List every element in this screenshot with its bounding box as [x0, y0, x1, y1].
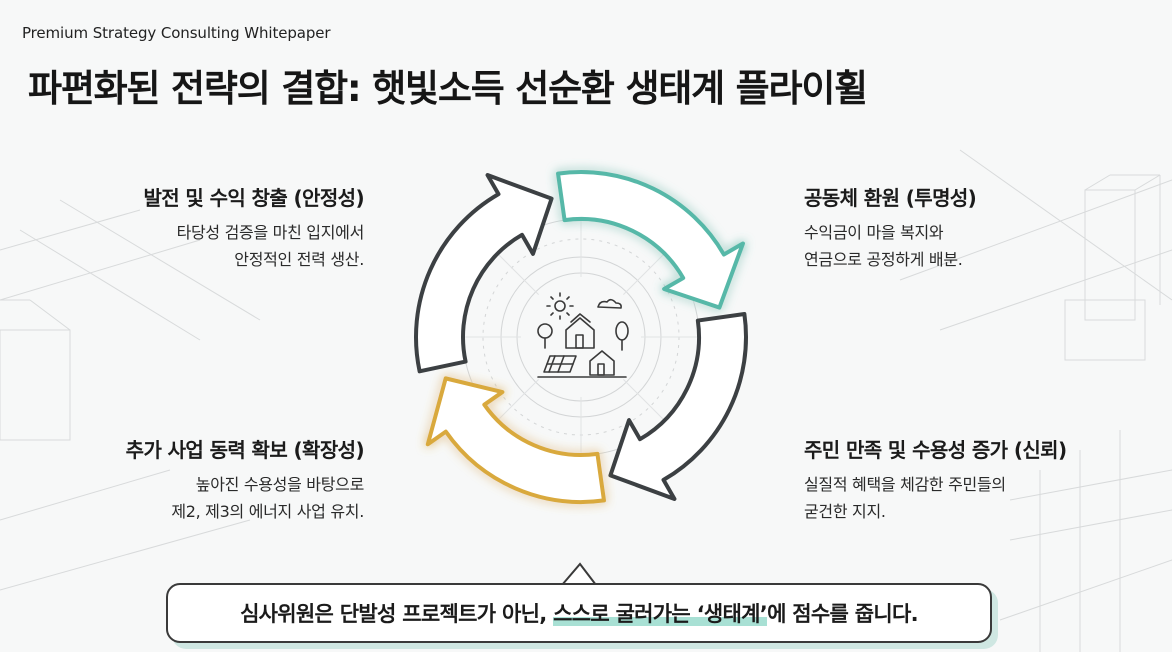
stage-generate-title: 발전 및 수익 창출 (안정성)	[143, 186, 364, 210]
callout-tail	[561, 562, 597, 586]
stage-return-line1: 수익금이 마을 복지와	[804, 223, 944, 242]
stage-expand-line1: 높아진 수용성을 바탕으로	[195, 475, 365, 494]
callout-pre: 심사위원은 단발성 프로젝트가 아닌,	[240, 602, 554, 626]
stage-generate-line2: 안정적인 전력 생산.	[234, 250, 364, 269]
stage-expand: 추가 사업 동력 확보 (확장성) 높아진 수용성을 바탕으로 제2, 제3의 …	[34, 434, 365, 525]
arrow-trust	[608, 312, 748, 501]
stage-trust: 주민 만족 및 수용성 증가 (신뢰) 실질적 혜택을 체감한 주민들의 굳건한…	[804, 434, 1134, 525]
stage-return-title: 공동체 환원 (투명성)	[804, 186, 977, 210]
stage-return: 공동체 환원 (투명성) 수익금이 마을 복지와 연금으로 공정하게 배분.	[804, 182, 1134, 273]
callout-highlight: 스스로 굴러가는 ‘생태계’	[553, 602, 768, 626]
arrow-generate	[414, 173, 554, 374]
stage-return-line2: 연금으로 공정하게 배분.	[804, 250, 963, 269]
eyebrow-label: Premium Strategy Consulting Whitepaper	[22, 24, 331, 42]
stage-trust-line1: 실질적 혜택을 체감한 주민들의	[804, 475, 1006, 494]
stage-expand-line2: 제2, 제3의 에너지 사업 유치.	[171, 502, 364, 521]
arrow-expand	[425, 376, 606, 504]
stage-generate-line1: 타당성 검증을 마친 입지에서	[176, 223, 365, 242]
arrow-return	[556, 170, 745, 310]
stage-trust-line2: 굳건한 지지.	[804, 502, 886, 521]
callout-text: 심사위원은 단발성 프로젝트가 아닌, 스스로 굴러가는 ‘생태계’에 점수를 …	[240, 598, 919, 628]
callout-box: 심사위원은 단발성 프로젝트가 아닌, 스스로 굴러가는 ‘생태계’에 점수를 …	[166, 583, 992, 643]
center-disc	[521, 277, 641, 397]
stage-trust-title: 주민 만족 및 수용성 증가 (신뢰)	[804, 438, 1067, 462]
callout-post: 에 점수를 줍니다.	[767, 602, 919, 626]
village-solar-icon	[537, 292, 629, 378]
stage-generate: 발전 및 수익 창출 (안정성) 타당성 검증을 마친 입지에서 안정적인 전력…	[34, 182, 364, 273]
page-title: 파편화된 전략의 결합: 햇빛소득 선순환 생태계 플라이휠	[28, 67, 868, 110]
stage-expand-title: 추가 사업 동력 확보 (확장성)	[125, 438, 365, 462]
